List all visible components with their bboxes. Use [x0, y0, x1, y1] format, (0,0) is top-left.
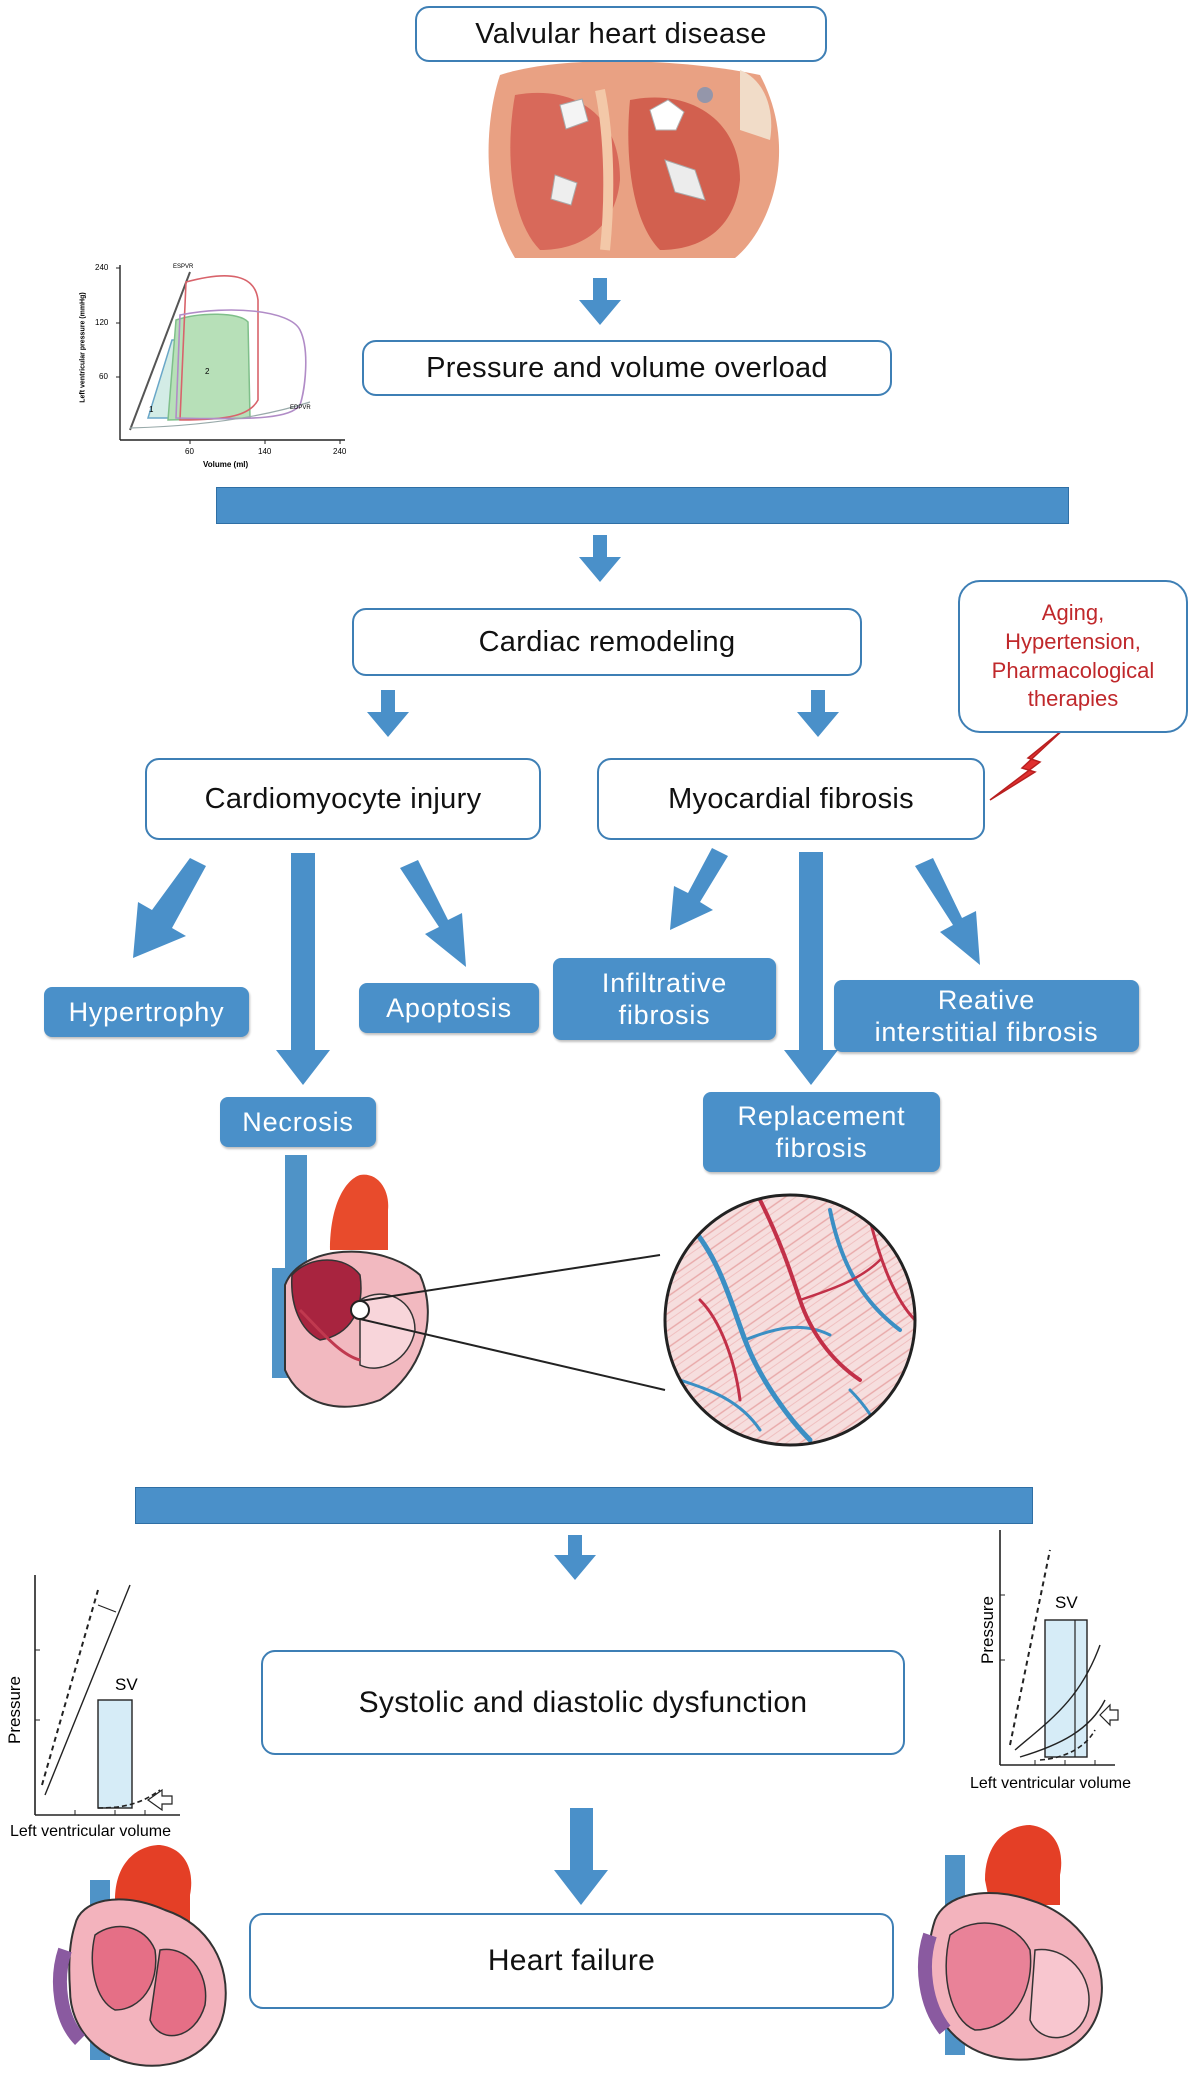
arrow-to-injury: [367, 690, 409, 737]
node-systolic-diastolic-dysfunction-label: Systolic and diastolic dysfunction: [358, 1685, 808, 1719]
right-graph-ylabel: Pressure: [978, 1595, 997, 1665]
outcome-hypertrophy-label: Hypertrophy: [68, 996, 225, 1027]
node-heart-failure: Heart failure: [249, 1913, 894, 2009]
heart-illustration-left: [53, 1845, 227, 2067]
arrow-to-hypertrophy: [133, 858, 206, 958]
node-heart-failure-label: Heart failure: [487, 1944, 656, 1977]
node-pressure-volume-overload: Pressure and volume overload: [362, 340, 892, 396]
node-cardiac-remodeling: Cardiac remodeling: [352, 608, 862, 676]
outcome-apoptosis: Apoptosis: [359, 983, 539, 1033]
pv-loop-label-2: 2: [205, 367, 210, 376]
pv-loop-xtick-240: 240: [333, 447, 347, 456]
pv-loop-espvr-label: ESPVR: [173, 264, 194, 270]
left-graph-ylabel: Pressure: [5, 1675, 24, 1745]
node-myocardial-fibrosis: Myocardial fibrosis: [597, 758, 985, 840]
node-cardiomyocyte-injury: Cardiomyocyte injury: [145, 758, 541, 840]
node-pressure-volume-overload-label: Pressure and volume overload: [426, 351, 828, 384]
outcome-necrosis-label: Necrosis: [242, 1106, 354, 1137]
fibrosis-infiltrative: Infiltrative fibrosis: [553, 958, 776, 1040]
left-graph-xlabel: Left ventricular volume: [10, 1823, 171, 1840]
fibrosis-replacement: Replacement fibrosis: [703, 1092, 940, 1172]
outcome-necrosis: Necrosis: [220, 1097, 376, 1147]
left-graph-sv: SV: [115, 1675, 138, 1694]
arrow-to-apoptosis: [400, 860, 466, 967]
node-cardiomyocyte-injury-label: Cardiomyocyte injury: [204, 782, 482, 815]
outcome-hypertrophy: Hypertrophy: [44, 987, 249, 1037]
divider-bar-bottom: [135, 1487, 1033, 1524]
node-myocardial-fibrosis-label: Myocardial fibrosis: [668, 782, 914, 815]
right-graph-xlabel: Left ventricular volume: [970, 1775, 1131, 1792]
lightning-bolt-icon: [989, 727, 1066, 801]
pv-loop-label-1: 1: [149, 405, 154, 414]
pv-loop-xtick-60: 60: [185, 447, 194, 456]
heart-illustration-right: [918, 1825, 1103, 2061]
arrow-down-4: [554, 1808, 608, 1905]
callout-risk-factors: Aging, Hypertension, Pharmacological the…: [958, 580, 1188, 733]
divider-bar-top: [216, 487, 1069, 524]
outcome-apoptosis-label: Apoptosis: [386, 992, 512, 1023]
right-graph-sv: SV: [1055, 1593, 1078, 1612]
pv-loop-ytick-240: 240: [95, 263, 109, 272]
arrow-to-reactive: [915, 858, 980, 965]
arrow-to-replacement: [784, 852, 838, 1085]
arrow-to-infiltrative: [670, 848, 728, 930]
pv-loop-ytick-60: 60: [99, 372, 108, 381]
arrow-to-fibrosis: [797, 690, 839, 737]
valvular-heart-illustration: [488, 61, 780, 259]
arrow-down-1: [579, 278, 621, 325]
left-pv-graph: [34, 1575, 180, 1816]
fibrosis-infiltrative-label: Infiltrative fibrosis: [601, 967, 728, 1030]
fibrosis-reactive-interstitial: Reative interstitial fibrosis: [834, 980, 1139, 1052]
pv-loop-ytick-120: 120: [95, 318, 109, 327]
pv-loop-chart: [116, 265, 345, 444]
arrow-down-2: [579, 535, 621, 582]
node-systolic-diastolic-dysfunction: Systolic and diastolic dysfunction: [261, 1650, 905, 1755]
pv-loop-ylabel: Left ventricular pressure (mmHg): [79, 292, 87, 403]
node-valvular-heart-disease: Valvular heart disease: [415, 6, 827, 62]
pv-loop-xtick-140: 140: [258, 447, 272, 456]
right-pv-graph: [999, 1530, 1119, 1766]
magnified-tissue-circle: [663, 1193, 917, 1447]
arrow-down-3: [554, 1535, 596, 1580]
arrow-to-necrosis: [276, 853, 330, 1085]
callout-risk-factors-text: Aging, Hypertension, Pharmacological the…: [991, 600, 1155, 712]
heart-cross-section-illustration: [272, 1155, 666, 1408]
pv-loop-edpvr-label: EDPVR: [290, 405, 311, 411]
fibrosis-replacement-label: Replacement fibrosis: [737, 1100, 906, 1163]
node-valvular-heart-disease-label: Valvular heart disease: [475, 17, 767, 50]
pv-loop-xlabel: Volume (ml): [203, 460, 249, 469]
node-cardiac-remodeling-label: Cardiac remodeling: [478, 625, 736, 658]
fibrosis-reactive-interstitial-label: Reative interstitial fibrosis: [874, 984, 1099, 1047]
